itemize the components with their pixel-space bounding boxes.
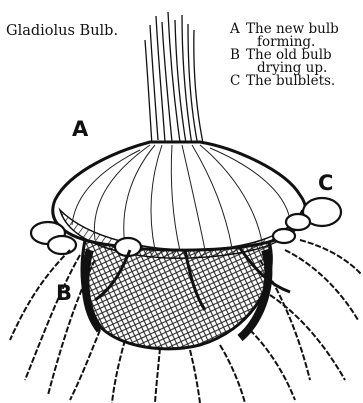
new-bulb <box>53 142 306 258</box>
label-b: B <box>56 281 72 305</box>
stem-fibres <box>145 12 204 148</box>
label-c: C <box>318 171 333 195</box>
label-a: A <box>72 117 89 141</box>
